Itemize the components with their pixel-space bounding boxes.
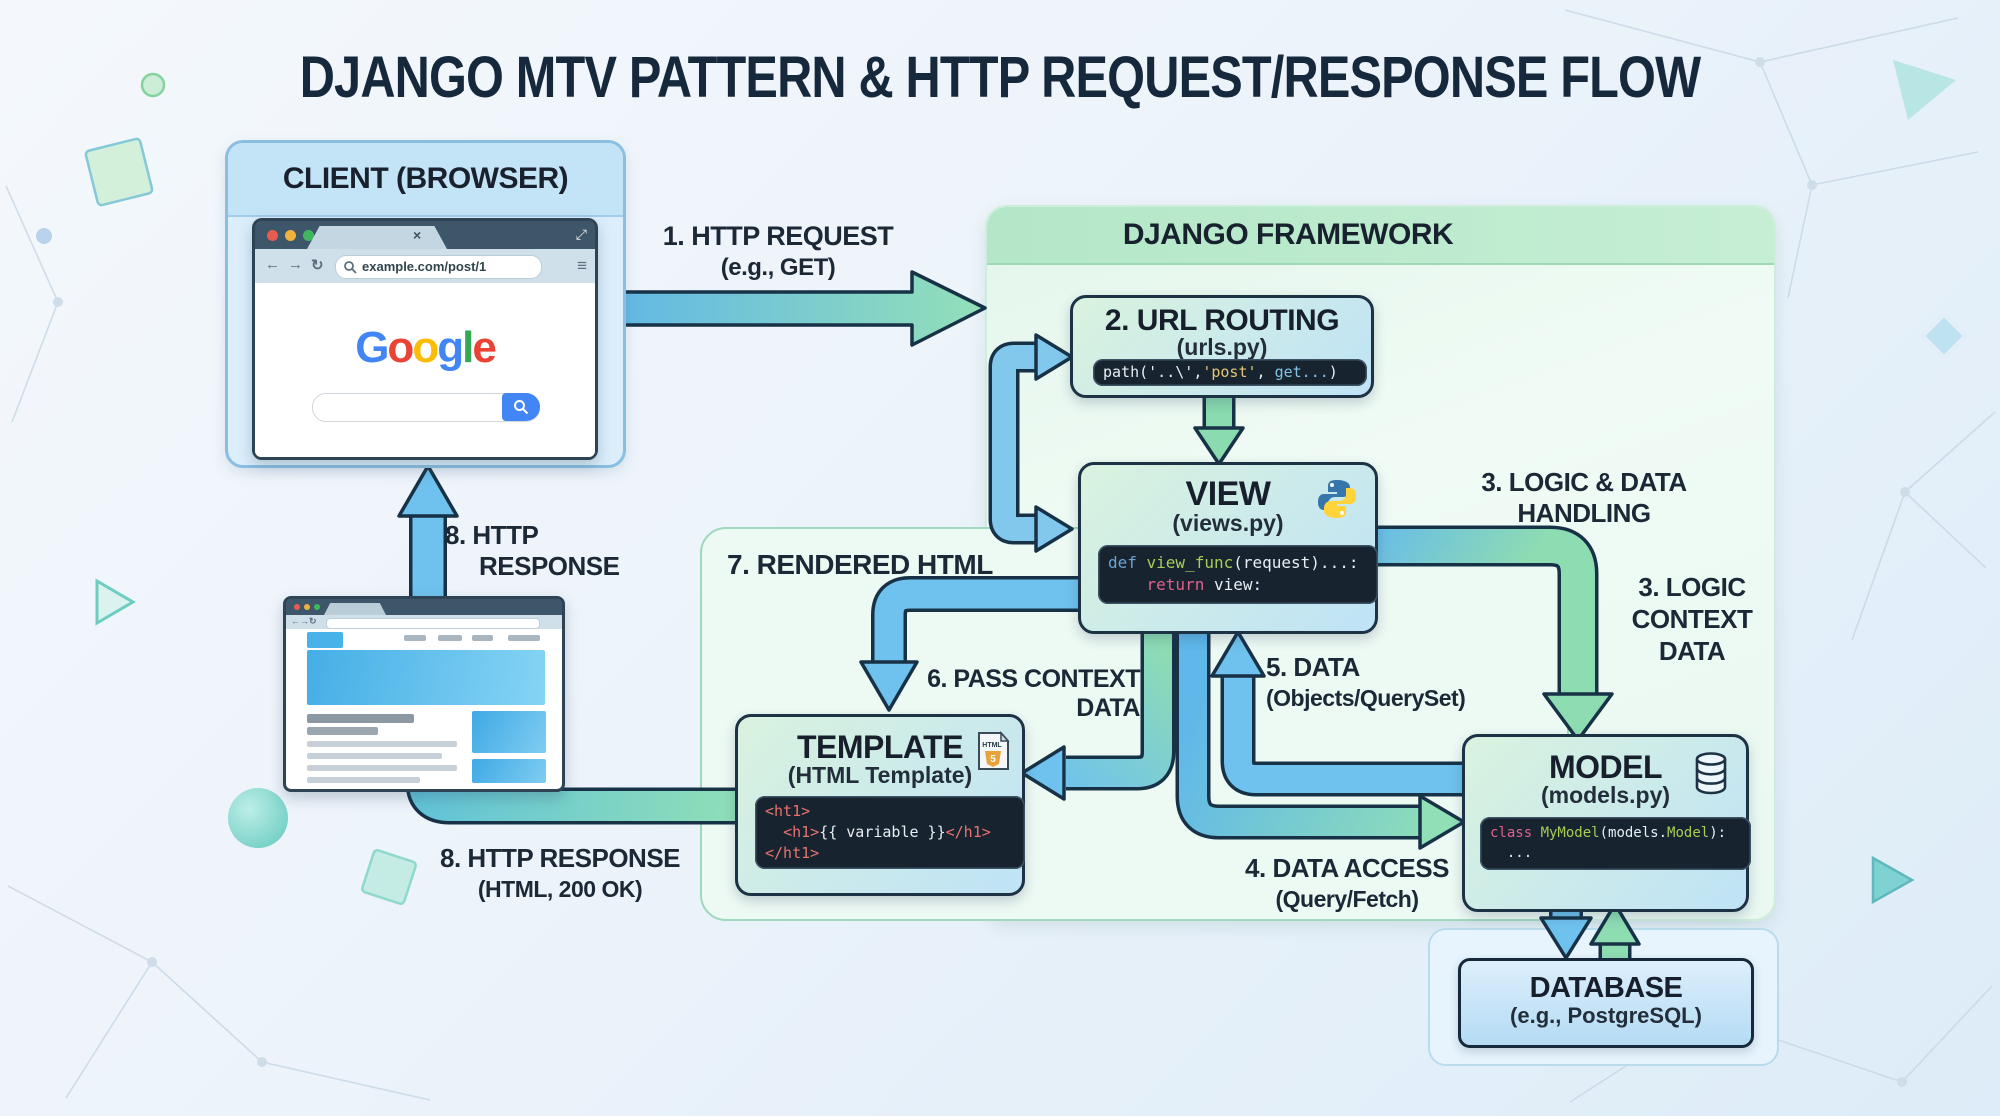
- view-code: def view_func(request)...: return view:: [1098, 545, 1378, 604]
- model-code: class MyModel(models.Model): ...: [1480, 817, 1751, 871]
- deco-triangle-left: [95, 578, 136, 626]
- model-title: MODEL: [1548, 749, 1663, 785]
- text-line: [307, 741, 457, 747]
- subheading-line: [307, 727, 378, 735]
- google-logo: Google: [355, 323, 497, 372]
- sidebar-widget: [472, 711, 546, 753]
- minimize-button[interactable]: [285, 230, 296, 241]
- network-nodes: [53, 57, 1910, 1087]
- label-data-queryset: 5. DATA (Objects/QuerySet): [1266, 652, 1466, 711]
- browser-toolbar: ←→↻: [286, 615, 562, 629]
- site-logo-block: [307, 632, 343, 648]
- template-code: <ht1> <h1>{{ variable }}</h1></ht1>: [755, 796, 1025, 869]
- google-search-button[interactable]: [502, 393, 540, 421]
- reload-icon[interactable]: ↻: [311, 257, 324, 274]
- nav-link[interactable]: [508, 635, 540, 641]
- address-url: example.com/post/1: [362, 259, 487, 274]
- browser-titlebar: × ⤢: [255, 221, 595, 249]
- view-subtitle: (views.py): [1172, 510, 1284, 536]
- label-data-access: 4. DATA ACCESS (Query/Fetch): [1245, 853, 1449, 912]
- python-icon: [1318, 480, 1356, 518]
- nav-link[interactable]: [472, 635, 493, 641]
- database-icon: [1695, 752, 1727, 795]
- html5-icon: HTML 5: [976, 731, 1010, 771]
- back-icon[interactable]: ←: [265, 256, 280, 273]
- client-browser-window: × ⤢ ← → ↻ example.com/post/1 ≡ Google: [252, 218, 598, 460]
- response-browser-window: ←→↻: [283, 596, 565, 792]
- minimize-button[interactable]: [304, 604, 310, 610]
- model-subtitle: (models.py): [1540, 782, 1671, 808]
- template-subtitle: (HTML Template): [787, 762, 973, 788]
- svg-text:HTML: HTML: [982, 742, 1002, 749]
- address-bar[interactable]: example.com/post/1: [335, 255, 542, 279]
- text-line: [307, 777, 420, 783]
- url-routing-code: path('..\','post', get...): [1093, 359, 1367, 386]
- expand-icon[interactable]: ⤢: [575, 226, 587, 242]
- nav-link[interactable]: [404, 635, 426, 641]
- text-line: [307, 765, 457, 771]
- close-button[interactable]: [267, 230, 278, 241]
- maximize-button[interactable]: [303, 230, 314, 241]
- url-routing-box: 2. URL ROUTING (urls.py) path('..\','pos…: [1070, 295, 1374, 398]
- rendered-page-content: [286, 629, 562, 789]
- page-title: DJANGO MTV PATTERN & HTTP REQUEST/RESPON…: [299, 45, 1701, 110]
- deco-square-mint: [84, 137, 154, 207]
- view-box: VIEW (views.py) def view_func(request)..…: [1078, 462, 1378, 634]
- label-pass-context-data: 6. PASS CONTEXT DATA: [927, 665, 1140, 722]
- text-line: [307, 753, 442, 759]
- hero-banner: [307, 650, 545, 705]
- svg-text:5: 5: [990, 754, 996, 765]
- browser-viewport: Google: [255, 283, 595, 457]
- search-icon: [344, 261, 357, 274]
- browser-toolbar: ← → ↻ example.com/post/1 ≡: [255, 249, 595, 284]
- browser-tab[interactable]: [324, 603, 386, 615]
- deco-circle-teal: [228, 788, 288, 848]
- deco-triangle-topright: [1893, 60, 1956, 120]
- browser-tab[interactable]: [307, 226, 447, 249]
- label-http-response-up: 8. HTTP RESPONSE: [445, 520, 620, 581]
- template-box: TEMPLATE (HTML Template) HTML 5 <ht1> <h…: [735, 714, 1025, 896]
- nav-link[interactable]: [438, 635, 462, 641]
- address-bar[interactable]: [326, 618, 540, 629]
- model-box: MODEL (models.py) class MyModel(models.M…: [1462, 734, 1751, 912]
- database-title: DATABASE: [1529, 972, 1683, 1004]
- database-subtitle: (e.g., PostgreSQL): [1510, 1003, 1702, 1028]
- deco-diamond-right: [1925, 317, 1963, 355]
- label-http-request: 1. HTTP REQUEST (e.g., GET): [662, 221, 894, 281]
- label-rendered-html: 7. RENDERED HTML: [727, 549, 993, 580]
- heading-line: [307, 714, 414, 723]
- url-routing-subtitle: (urls.py): [1176, 334, 1268, 360]
- label-logic-data-handling: 3. LOGIC & DATA HANDLING: [1481, 467, 1687, 528]
- url-routing-title: 2. URL ROUTING: [1104, 304, 1340, 337]
- browser-titlebar: [286, 599, 562, 615]
- view-title: VIEW: [1185, 475, 1271, 513]
- close-button[interactable]: [294, 604, 300, 610]
- nav-icons: ←→↻: [291, 616, 317, 626]
- deco-dot-blue: [36, 228, 52, 244]
- google-search-box[interactable]: [312, 393, 540, 422]
- label-http-response-bottom: 8. HTTP RESPONSE (HTML, 200 OK): [439, 843, 681, 902]
- label-logic-context-data: 3. LOGIC CONTEXT DATA: [1631, 572, 1753, 666]
- sidebar-widget: [472, 759, 546, 783]
- search-icon: [514, 400, 529, 415]
- deco-triangle-right: [1871, 855, 1915, 905]
- tab-close-icon[interactable]: ×: [413, 227, 422, 243]
- maximize-button[interactable]: [314, 604, 320, 610]
- django-framework-header: DJANGO FRAMEWORK: [987, 207, 1774, 265]
- forward-icon[interactable]: →: [288, 256, 303, 273]
- menu-icon[interactable]: ≡: [577, 256, 587, 275]
- template-title: TEMPLATE: [796, 729, 964, 765]
- client-box-title: CLIENT (BROWSER): [228, 143, 623, 217]
- deco-square-teal: [361, 849, 417, 905]
- deco-circle-green: [140, 72, 166, 98]
- database-box: DATABASE (e.g., PostgreSQL): [1458, 958, 1754, 1048]
